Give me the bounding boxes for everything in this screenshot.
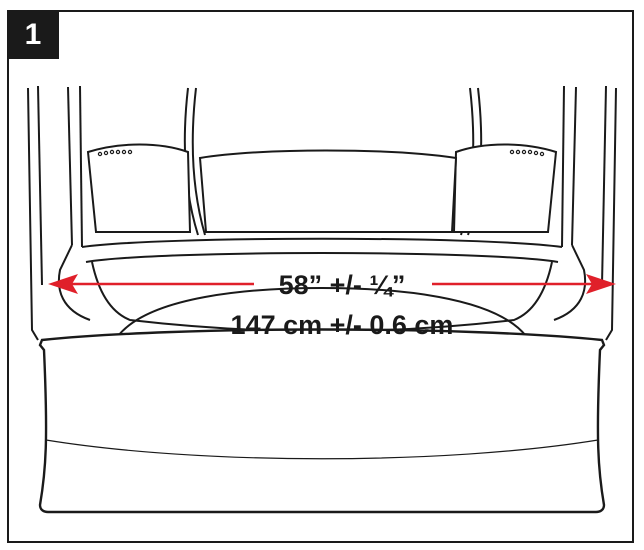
step-number-badge: 1 <box>7 10 59 59</box>
left-shelf-drain-holes <box>97 149 133 157</box>
tub-apron <box>38 328 606 514</box>
tub-rim <box>57 237 587 321</box>
arrowhead-right <box>586 274 616 294</box>
right-shelf-drain-holes <box>509 149 545 157</box>
right-side-wall <box>561 85 617 341</box>
right-shelf <box>452 143 558 233</box>
center-shelf <box>198 149 458 233</box>
apron-detail-line <box>45 439 599 460</box>
dimension-metric-label: 147 cm +/- 0.6 cm <box>231 310 454 340</box>
arrowhead-left <box>48 274 78 294</box>
width-dimension-arrow <box>48 274 616 294</box>
dimension-imperial-label: 58” +/- ¼” <box>279 270 406 300</box>
left-shelf <box>86 143 192 233</box>
left-side-wall <box>27 85 83 341</box>
